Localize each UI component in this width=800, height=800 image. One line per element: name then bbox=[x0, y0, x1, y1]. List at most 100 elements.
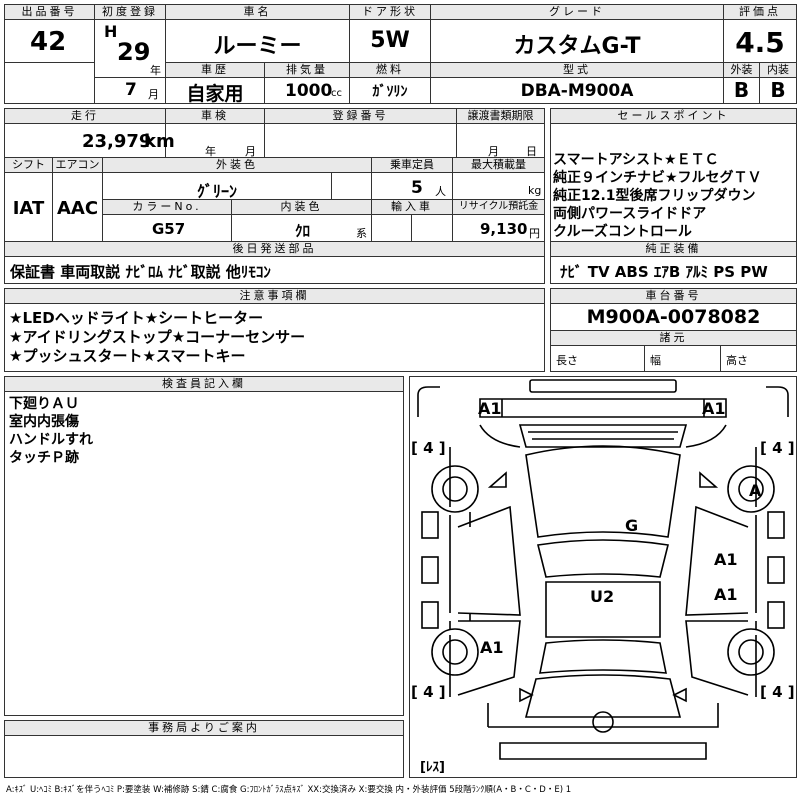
grade-label: グレード bbox=[431, 5, 723, 20]
note-line-2: ★アイドリングストップ★コーナーセンサー bbox=[9, 328, 306, 346]
damage-a1-front-right: A1 bbox=[702, 399, 726, 418]
interior-grade: B bbox=[770, 78, 786, 102]
sales-line-3: 純正12.1型後席フリップダウン bbox=[553, 188, 756, 204]
transfer-label: 譲渡書類期限 bbox=[457, 109, 544, 124]
load-label: 最大積載量 bbox=[453, 158, 544, 173]
damage-a1-right-door-1: A1 bbox=[714, 550, 738, 569]
exterior-color: ｸﾞﾘｰﾝ bbox=[196, 182, 237, 201]
damage-a1-front-left: A1 bbox=[478, 399, 502, 418]
sales-line-5: クルーズコントロール bbox=[553, 224, 692, 240]
model: DBA-M900A bbox=[520, 81, 634, 101]
shift-label: シフト bbox=[5, 158, 52, 173]
door-label: ドア形状 bbox=[350, 5, 430, 20]
office-label: 事務局よりご案内 bbox=[5, 721, 403, 736]
mileage-label: 走行 bbox=[5, 109, 165, 124]
capacity-label: 乗車定員 bbox=[372, 158, 452, 173]
exterior-label: 外装 bbox=[724, 63, 759, 78]
chassis-number: M900A-0078082 bbox=[586, 306, 761, 328]
sales-label: セールスポイント bbox=[551, 109, 796, 124]
lot-no: 42 bbox=[30, 27, 67, 57]
capacity: 5 bbox=[411, 178, 423, 198]
color-label: 外装色 bbox=[103, 158, 371, 173]
tire-rear-right: [ 4 ] bbox=[760, 683, 795, 701]
year-unit: 年 bbox=[150, 64, 161, 77]
transfer-day-unit: 日 bbox=[526, 145, 537, 158]
transfer-month-unit: 月 bbox=[488, 145, 499, 158]
sales-line-2: 純正９インチナビ★フルセグＴＶ bbox=[553, 170, 762, 186]
later-parts-label: 後日発送部品 bbox=[5, 242, 544, 257]
dims-label: 諸元 bbox=[551, 331, 796, 346]
inspector-section bbox=[4, 376, 404, 716]
month-unit: 月 bbox=[148, 88, 159, 101]
vehicle-info-section bbox=[4, 108, 545, 284]
mileage-unit: km bbox=[144, 131, 175, 152]
equipment: ﾅﾋﾞ TV ABS ｴｱB ｱﾙﾐ PS PW bbox=[560, 263, 768, 281]
first-reg-label: 初度登録 bbox=[95, 5, 165, 20]
displacement-label: 排気量 bbox=[265, 63, 349, 78]
chassis-label: 車台番号 bbox=[551, 289, 796, 304]
tire-front-right: [ 4 ] bbox=[760, 439, 795, 457]
tire-front-left: [ 4 ] bbox=[411, 439, 446, 457]
interior-label: 内装 bbox=[760, 63, 796, 78]
car-name: ルーミー bbox=[213, 34, 302, 59]
inspector-line-2: 室内内張傷 bbox=[9, 414, 79, 430]
ac-label: エアコン bbox=[53, 158, 102, 173]
tire-rear-left: [ 4 ] bbox=[411, 683, 446, 701]
height-label: 高さ bbox=[726, 354, 748, 367]
notes-label: 注意事項欄 bbox=[5, 289, 544, 304]
inspector-label: 検査員記入欄 bbox=[5, 377, 403, 392]
notes-section bbox=[4, 288, 545, 372]
spare-tire: [ﾚｽ] bbox=[420, 760, 445, 775]
regno-label: 登録番号 bbox=[265, 109, 456, 124]
office-section bbox=[4, 720, 404, 778]
inspection-label: 車検 bbox=[166, 109, 264, 124]
interior-color: ｸﾛ bbox=[295, 222, 311, 240]
fuel: ｶﾞｿﾘﾝ bbox=[372, 84, 408, 100]
recycle-label: リサイクル預託金 bbox=[453, 200, 544, 215]
history: 自家用 bbox=[186, 83, 244, 105]
sales-point-section bbox=[550, 108, 797, 284]
inspector-line-4: タッチＰ跡 bbox=[9, 450, 79, 466]
history-label: 車歴 bbox=[166, 63, 264, 78]
sales-line-4: 両側パワースライドドア bbox=[553, 206, 707, 222]
insp-year-unit: 年 bbox=[205, 145, 216, 158]
interior-color-unit: 系 bbox=[356, 227, 367, 240]
exterior-grade: B bbox=[733, 78, 750, 102]
displacement: 1000 bbox=[285, 81, 333, 101]
score: 4.5 bbox=[735, 26, 785, 59]
damage-g-hood: G bbox=[625, 516, 639, 535]
recycle-fee: 9,130 bbox=[480, 220, 528, 238]
insp-month-unit: 月 bbox=[245, 145, 256, 158]
colorno-label: カラーNo. bbox=[103, 200, 231, 215]
chassis-section bbox=[550, 288, 797, 372]
equip-label: 純正装備 bbox=[551, 242, 796, 257]
width-label: 幅 bbox=[650, 354, 661, 367]
import-label: 輸入車 bbox=[372, 200, 452, 215]
capacity-unit: 人 bbox=[435, 185, 446, 198]
grade: カスタムG-T bbox=[513, 34, 641, 59]
fuel-label: 燃料 bbox=[350, 63, 430, 78]
damage-a-right-front: A bbox=[749, 481, 762, 500]
era: H bbox=[104, 22, 118, 41]
reg-month: 7 bbox=[125, 80, 137, 100]
car-diagram bbox=[417, 379, 789, 760]
damage-a1-right-door-2: A1 bbox=[714, 585, 738, 604]
displacement-unit: cc bbox=[331, 88, 342, 99]
later-parts: 保証書 車両取説 ﾅﾋﾞﾛﾑ ﾅﾋﾞ取説 他ﾘﾓｺﾝ bbox=[10, 263, 271, 281]
sales-line-1: スマートアシスト★ＥＴＣ bbox=[553, 152, 719, 168]
recycle-unit: 円 bbox=[529, 227, 540, 240]
color-no: G57 bbox=[152, 220, 186, 238]
door-type: 5W bbox=[370, 28, 410, 53]
model-label: 型式 bbox=[431, 63, 723, 78]
damage-u2-floor: U2 bbox=[590, 587, 615, 606]
car-name-label: 車名 bbox=[166, 5, 349, 20]
score-label: 評価点 bbox=[724, 5, 796, 20]
intcolor-label: 内装色 bbox=[232, 200, 371, 215]
legend: A:ｷｽﾞ U:ﾍｺﾐ B:ｷｽﾞを伴うﾍｺﾐ P:要塗装 W:補修跡 S:錆 … bbox=[6, 785, 572, 795]
note-line-1: ★LEDヘッドライト★シートヒーター bbox=[9, 309, 264, 327]
ac: AAC bbox=[56, 198, 99, 219]
inspector-line-3: ハンドルすれ bbox=[9, 432, 93, 448]
lot-no-label: 出品番号 bbox=[5, 5, 94, 20]
mileage: 23,979 bbox=[82, 131, 152, 152]
shift: IAT bbox=[12, 198, 45, 219]
